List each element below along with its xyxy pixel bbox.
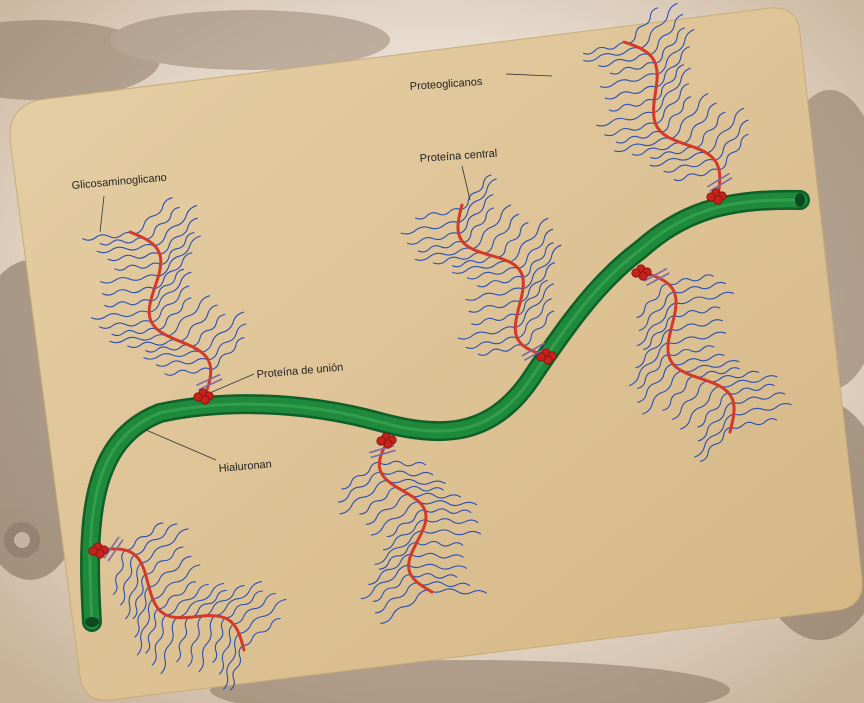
- link-protein-bead: [194, 393, 202, 401]
- link-protein-bead: [89, 547, 97, 555]
- link-protein-bead: [707, 193, 715, 201]
- link-protein-bead: [377, 437, 385, 445]
- diagram-panel: [10, 8, 862, 700]
- link-protein-bead: [537, 353, 545, 361]
- link-protein-bead: [632, 269, 640, 277]
